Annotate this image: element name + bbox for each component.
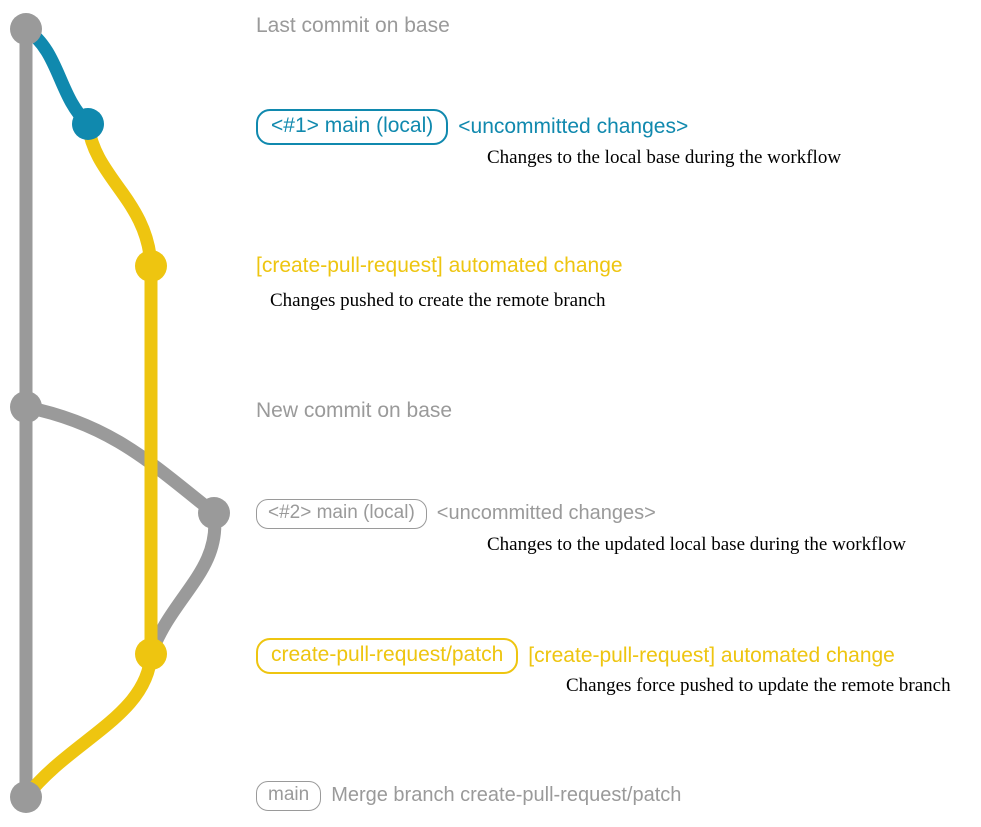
commit-node-local-2 [198, 497, 230, 529]
edge-local2-to-patch2 [144, 506, 222, 661]
commit-entry-merge-commit: main Merge branch create-pull-request/pa… [256, 781, 681, 811]
ref-chip-main[interactable]: main [256, 781, 322, 811]
commit-title-automated-change-1: [create-pull-request] automated change [256, 254, 623, 277]
commit-node-base-merge [10, 781, 42, 813]
commit-description-local-uncommitted-1: Changes to the local base during the wor… [487, 147, 842, 168]
edge-base-to-local2 [19, 400, 221, 520]
commit-description-automated-change-1: Changes pushed to create the remote bran… [270, 290, 606, 311]
commit-description-automated-change-2: Changes force pushed to update the remot… [566, 675, 951, 696]
commit-title-uncommitted-changes-1: <uncommitted changes> [458, 115, 689, 138]
commit-nodes [10, 13, 230, 813]
commit-node-local-1 [72, 108, 104, 140]
ref-chip-main-local-1[interactable]: <#1> main (local) [256, 109, 449, 146]
commit-entry-local-uncommitted-1: <#1> main (local) <uncommitted changes> [256, 109, 689, 146]
commit-title-automated-change-2: [create-pull-request] automated change [528, 644, 895, 667]
edge-patch2-to-merge [19, 647, 158, 804]
commit-description-local-uncommitted-2: Changes to the updated local base during… [487, 534, 906, 555]
edge-local1-to-patch1 [81, 117, 158, 273]
commit-node-patch-2 [135, 638, 167, 670]
commit-entry-automated-change-2: create-pull-request/patch [create-pull-r… [256, 638, 895, 675]
ref-chip-create-pull-request-patch[interactable]: create-pull-request/patch [256, 638, 519, 675]
commit-title-merge-branch: Merge branch create-pull-request/patch [331, 784, 682, 807]
commit-entry-local-uncommitted-2: <#2> main (local) <uncommitted changes> [256, 499, 656, 529]
ref-chip-main-local-2[interactable]: <#2> main (local) [256, 499, 427, 529]
commit-node-base-new [10, 391, 42, 423]
commit-label-new-commit-on-base: New commit on base [256, 399, 453, 422]
commit-node-patch-1 [135, 250, 167, 282]
commit-node-base-last [10, 13, 42, 45]
commit-label-last-commit-on-base: Last commit on base [256, 14, 450, 37]
commit-title-uncommitted-changes-2: <uncommitted changes> [436, 502, 656, 525]
